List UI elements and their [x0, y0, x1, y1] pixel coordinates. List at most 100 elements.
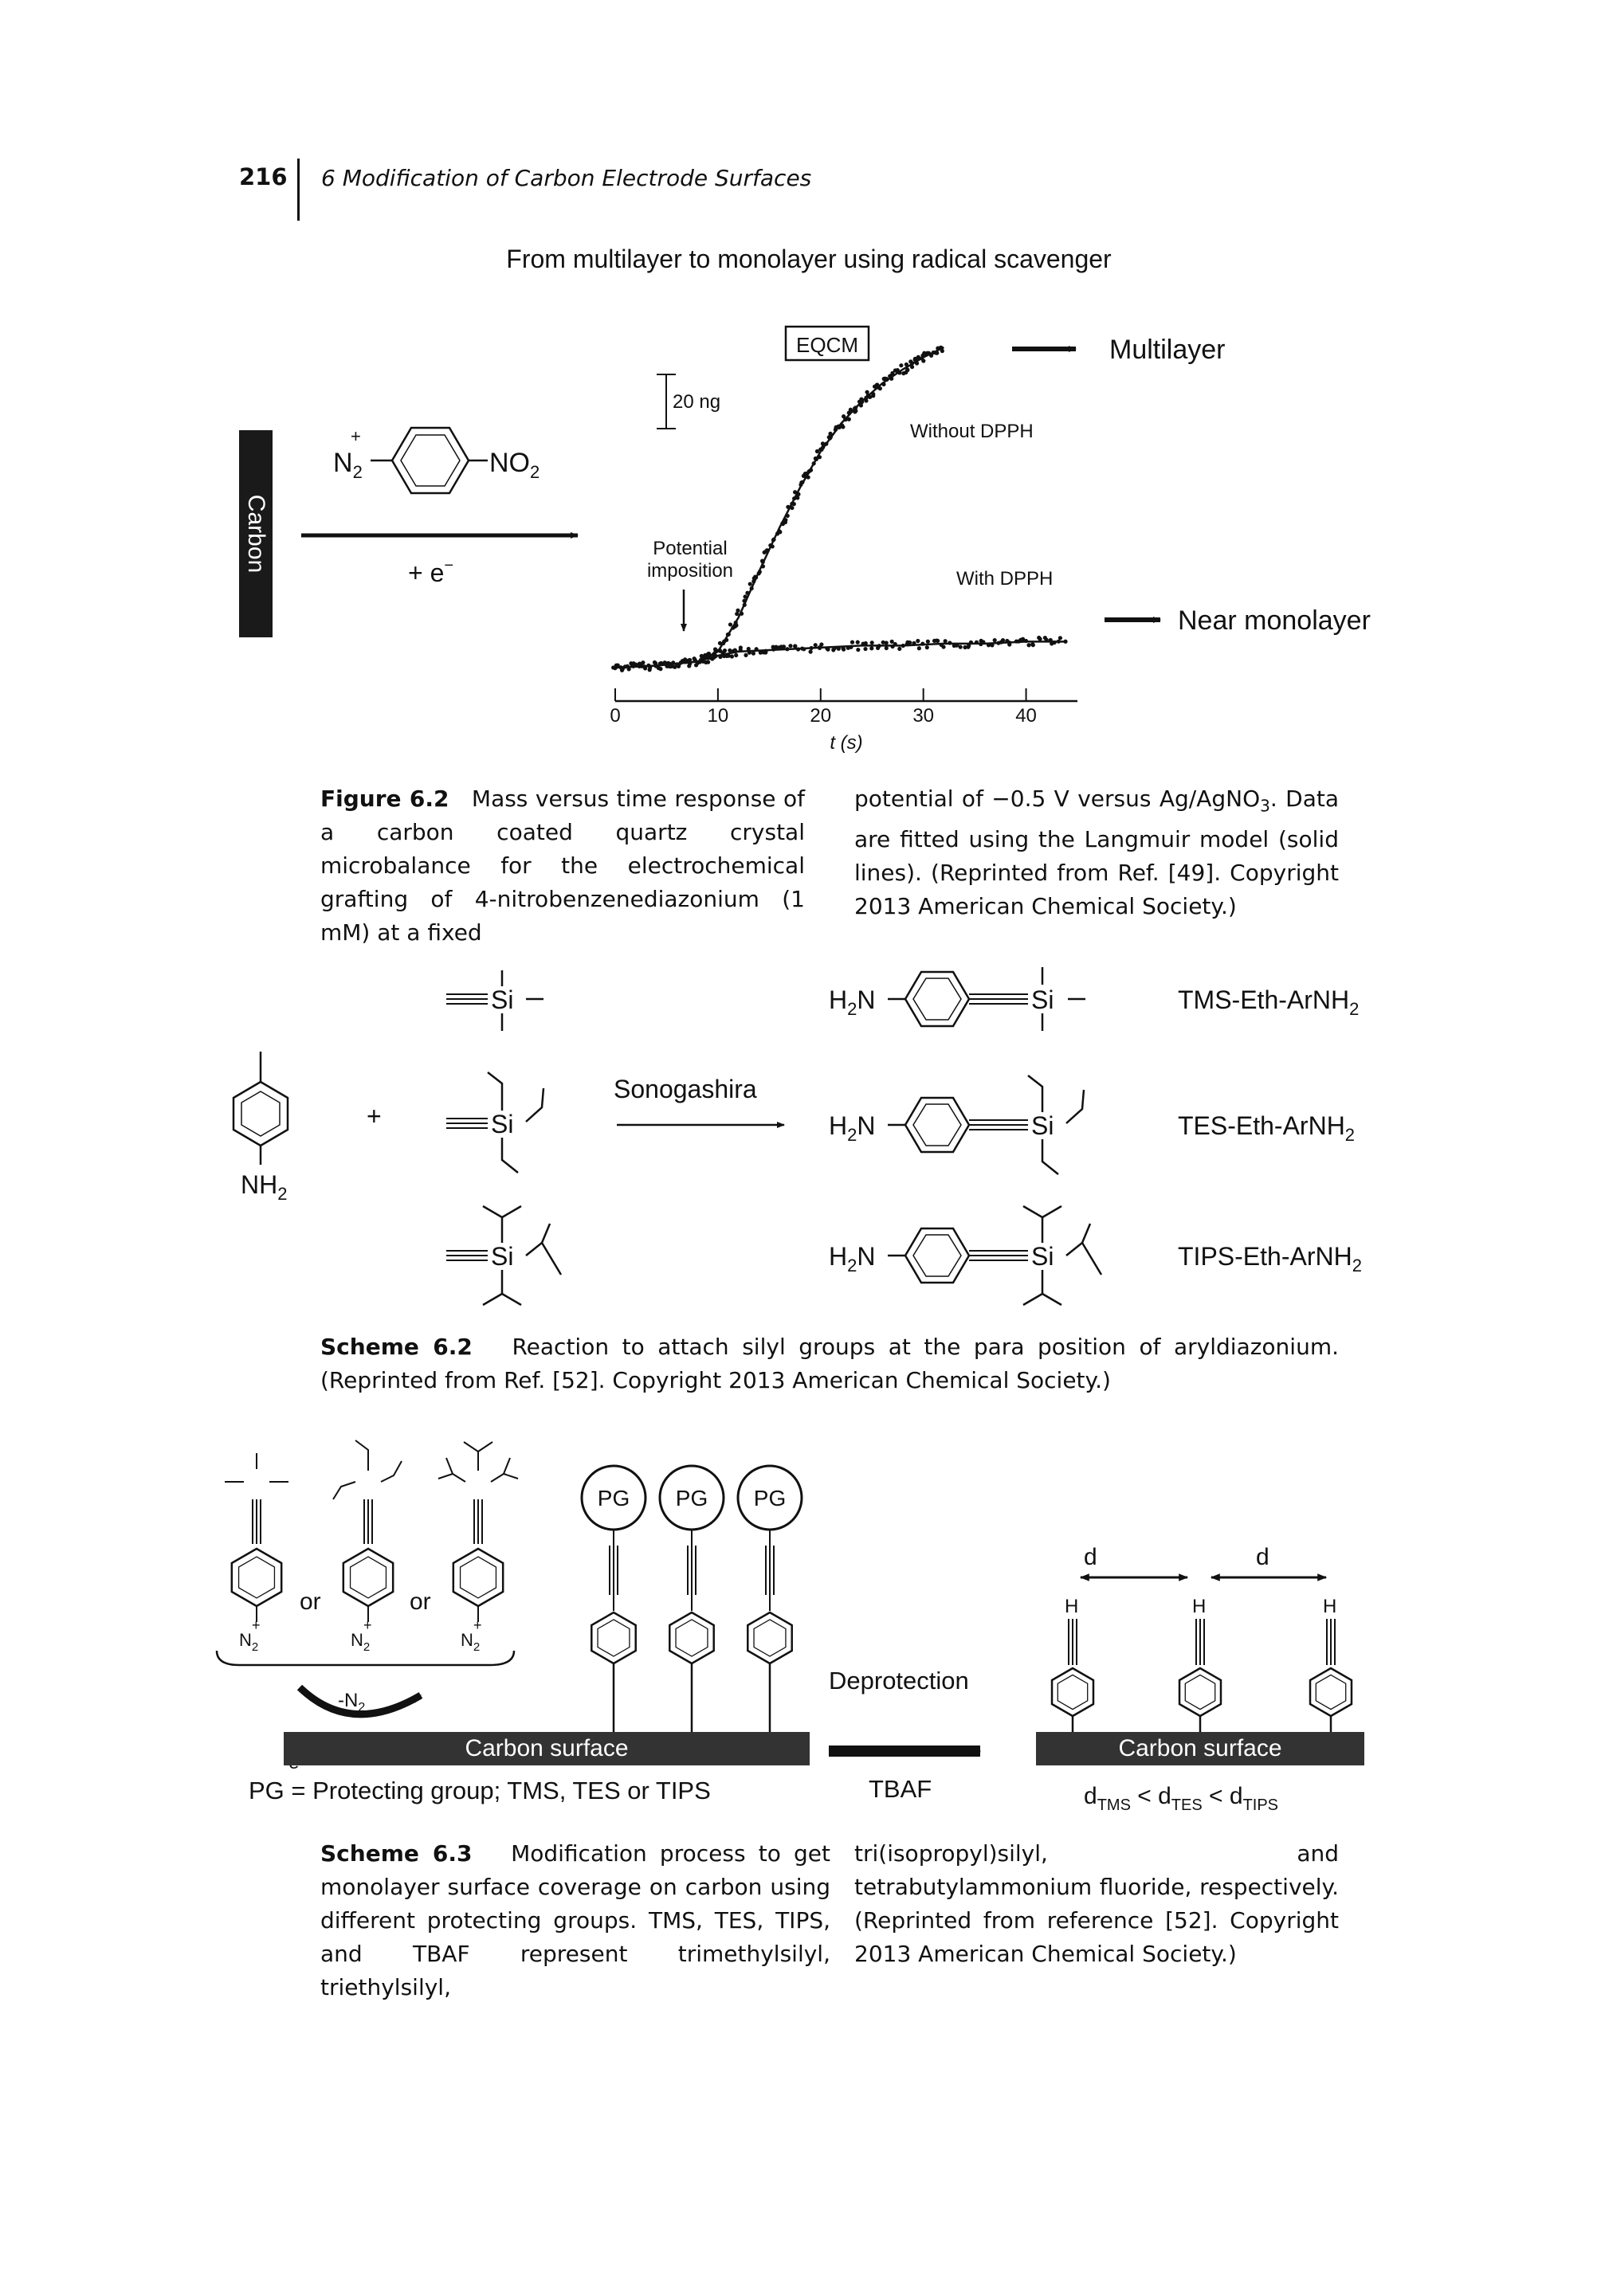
data-point [739, 611, 744, 616]
data-point [889, 639, 894, 644]
data-point [796, 492, 801, 496]
monolayer-label: Near monolayer [1178, 605, 1371, 636]
data-point [771, 538, 776, 543]
h2n-label: H2N [829, 1242, 875, 1275]
data-point [912, 641, 916, 645]
data-point [914, 361, 920, 366]
benzene-ring [904, 970, 971, 1028]
data-point [693, 657, 697, 662]
plus-sign: + [367, 1102, 382, 1130]
data-point [875, 382, 880, 387]
data-point [899, 363, 904, 368]
data-point [687, 664, 692, 668]
x-tick-label: 30 [912, 705, 934, 727]
data-point [751, 579, 756, 584]
data-point [721, 650, 726, 655]
h2n-label: H2N [829, 1111, 875, 1145]
data-point [881, 382, 886, 386]
data-point [703, 653, 708, 659]
data-point [889, 376, 894, 381]
data-point [714, 648, 719, 653]
data-point [836, 646, 841, 651]
data-point [717, 648, 722, 652]
minus-n2-label: -N2 [338, 1690, 365, 1714]
data-point [1023, 638, 1029, 644]
grafted-protected-aryl: PG [580, 1464, 647, 1732]
h2n-label: H2N [829, 985, 875, 1019]
data-point [871, 391, 876, 397]
data-point [897, 646, 902, 651]
figure-6-2-caption-text-2a: potential of −0.5 V versus Ag/AgNO [854, 786, 1261, 812]
n2-charge: + [363, 1617, 372, 1633]
data-point [783, 518, 788, 523]
data-point [721, 641, 726, 646]
data-point [611, 665, 616, 670]
data-point [814, 449, 820, 454]
fit-line [614, 641, 1068, 669]
data-point [1007, 642, 1012, 647]
data-point [729, 654, 735, 659]
data-point [808, 468, 814, 472]
data-point [819, 642, 824, 647]
data-point [728, 622, 733, 627]
benzene-ring [390, 426, 470, 495]
data-point [910, 361, 915, 366]
carbon-surface-right [1036, 1732, 1364, 1765]
grafting-arrow [296, 1684, 423, 1718]
grafted-terminal-alkyne: H [1050, 1596, 1095, 1732]
data-point [764, 548, 770, 553]
data-point [863, 641, 868, 646]
benzene-ring [904, 1096, 971, 1154]
iodoaniline: NH2 [232, 1052, 289, 1204]
data-point [695, 660, 700, 665]
data-point [986, 643, 991, 648]
data-point [968, 640, 974, 645]
n2-charge: + [473, 1617, 482, 1633]
data-point [935, 638, 940, 643]
data-point [821, 445, 826, 450]
data-point [793, 644, 798, 648]
data-point [742, 598, 748, 604]
deprotection-label: Deprotection [829, 1667, 969, 1695]
n2-label: N2 [351, 1630, 370, 1654]
data-point [963, 645, 967, 650]
data-point [760, 564, 766, 569]
data-point [884, 645, 889, 651]
data-point [809, 645, 814, 651]
data-point [648, 665, 653, 670]
data-point [686, 658, 691, 663]
or-label-1: or [300, 1589, 321, 1615]
data-point [641, 660, 646, 665]
tes-acetylene: Si [446, 1072, 545, 1173]
si-label: Si [1031, 985, 1054, 1014]
scale-bar [657, 374, 676, 429]
data-point [670, 664, 675, 668]
side-tab: Carbon [239, 430, 273, 637]
data-point [724, 637, 729, 642]
data-point [665, 664, 669, 668]
data-point [808, 649, 813, 654]
n2-label: N2 [239, 1630, 258, 1654]
data-point [706, 660, 711, 664]
data-point [1044, 637, 1049, 642]
data-point [813, 643, 818, 648]
data-point [631, 664, 636, 668]
data-point [849, 645, 853, 649]
data-point [763, 650, 768, 655]
product-label: TMS-Eth-ArNH2 [1178, 985, 1359, 1019]
reagent-n-label: N2 [333, 448, 363, 482]
data-point [836, 424, 841, 429]
scheme-6-2-caption-text: Reaction to attach silyl groups at the p… [320, 1334, 1339, 1393]
data-point [781, 645, 787, 649]
data-point [1048, 637, 1053, 643]
multilayer-label: Multilayer [1109, 335, 1225, 365]
data-point [732, 648, 737, 652]
data-point [1030, 642, 1035, 647]
diazonium-variant: N2+ [225, 1453, 288, 1654]
data-point [777, 529, 782, 534]
x-axis-label: t (s) [830, 732, 862, 754]
data-point [916, 355, 920, 359]
